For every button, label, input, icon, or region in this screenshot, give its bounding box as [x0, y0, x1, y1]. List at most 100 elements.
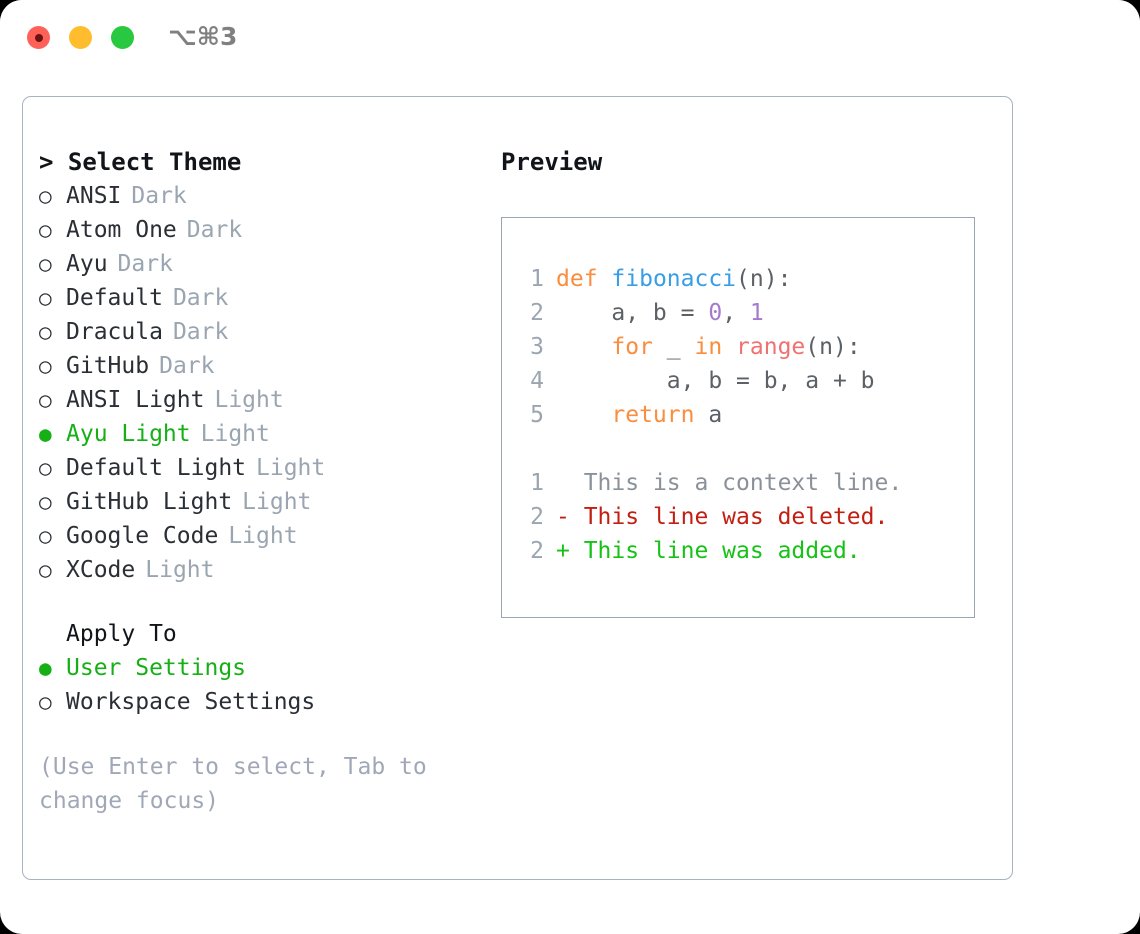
diff-sign: -: [556, 504, 570, 530]
code-token-num: 0: [708, 300, 723, 326]
radio-unselected-icon: ○: [39, 524, 52, 548]
diff-sign: [556, 470, 570, 496]
zoom-button[interactable]: [111, 26, 134, 49]
line-number: 1: [530, 470, 544, 496]
theme-option-variant: Light: [200, 421, 270, 447]
line-number: 1: [530, 266, 544, 292]
minimize-button[interactable]: [69, 26, 92, 49]
theme-option-label: Ayu Light: [66, 421, 191, 447]
theme-option-github-light[interactable]: ○ GitHub Light Light: [39, 485, 479, 519]
theme-option-variant: Dark: [159, 353, 215, 379]
theme-option-ansi-light[interactable]: ○ ANSI Light Light: [39, 383, 479, 417]
theme-option-variant: Dark: [117, 251, 173, 277]
code-token-plain: [556, 334, 611, 360]
radio-unselected-icon: ○: [39, 690, 52, 714]
code-line: 4 a, b = b, a + b: [518, 364, 974, 398]
theme-option-label: Atom One: [66, 217, 177, 243]
theme-option-label: GitHub: [66, 353, 150, 379]
close-button[interactable]: [27, 26, 50, 49]
line-number: 2: [530, 504, 544, 530]
theme-option-label: ANSI Light: [66, 387, 205, 413]
line-number: 2: [530, 300, 544, 326]
section-spacer: [39, 587, 479, 617]
keyboard-shortcut-label: ⌥⌘3: [168, 22, 238, 51]
theme-option-ayu-light[interactable]: ● Ayu Light Light: [39, 417, 479, 451]
diff-line-add: 2+ This line was added.: [518, 534, 974, 568]
diff-sign: +: [556, 538, 570, 564]
page-title: > Select Theme: [39, 148, 242, 176]
apply-to-option-user-settings[interactable]: ●User Settings: [39, 651, 479, 685]
code-token-kw: in: [694, 334, 723, 360]
code-token-kw: def: [556, 266, 598, 292]
diff-line-ctx: 1 This is a context line.: [518, 466, 974, 500]
code-token-kw: return: [611, 402, 695, 428]
theme-option-label: Default: [66, 285, 163, 311]
theme-option-variant: Dark: [172, 319, 229, 345]
theme-option-variant: Dark: [186, 217, 243, 243]
code-token-kw: for: [611, 334, 653, 360]
radio-unselected-icon: ○: [39, 354, 52, 378]
theme-option-label: GitHub Light: [66, 489, 233, 515]
radio-unselected-icon: ○: [39, 388, 52, 412]
theme-option-atom-one[interactable]: ○ Atom One Dark: [39, 213, 479, 247]
radio-unselected-icon: ○: [39, 490, 52, 514]
preview-title: Preview: [501, 148, 603, 176]
theme-option-github[interactable]: ○ GitHub Dark: [39, 349, 479, 383]
radio-unselected-icon: ○: [39, 320, 52, 344]
traffic-light-buttons: [27, 26, 134, 49]
theme-option-label: Default Light: [66, 455, 247, 481]
code-diff-separator: [518, 432, 974, 466]
theme-option-ayu[interactable]: ○ Ayu Dark: [39, 247, 479, 281]
line-number: 3: [530, 334, 544, 360]
theme-option-variant: Light: [228, 523, 298, 549]
theme-option-label: Dracula: [66, 319, 163, 345]
radio-unselected-icon: ○: [39, 286, 52, 310]
diff-text: This is a context line.: [569, 470, 903, 496]
keyboard-hint-text: (Use Enter to select, Tab to change focu…: [39, 754, 427, 814]
code-line: 1 def fibonacci(n):: [518, 262, 974, 296]
line-number: 5: [530, 402, 544, 428]
theme-option-label: ANSI: [66, 183, 122, 209]
code-token-punct: a: [694, 402, 723, 428]
radio-selected-icon: ●: [39, 656, 52, 680]
theme-option-variant: Light: [145, 557, 215, 583]
title-bar: ⌥⌘3: [0, 0, 1140, 78]
theme-option-label: Ayu: [66, 251, 108, 277]
code-token-fn: fibonacci: [611, 266, 737, 292]
apply-to-option-workspace-settings[interactable]: ○Workspace Settings: [39, 685, 479, 719]
code-token-num: 1: [749, 300, 764, 326]
radio-unselected-icon: ○: [39, 218, 52, 242]
radio-selected-icon: ●: [39, 422, 52, 446]
diff-sample: 1 This is a context line.2- This line wa…: [518, 466, 974, 568]
code-line: 2 a, b = 0, 1: [518, 296, 974, 330]
code-token-punct: (n):: [805, 334, 861, 360]
code-token-punct: (n):: [736, 266, 792, 292]
theme-option-variant: Light: [214, 387, 284, 413]
line-number: 4: [530, 368, 544, 394]
code-token-punct: _: [652, 334, 695, 360]
code-token-plain: [556, 402, 611, 428]
theme-option-dracula[interactable]: ○ Dracula Dark: [39, 315, 479, 349]
apply-to-list: ●User Settings○Workspace Settings: [39, 651, 479, 719]
radio-unselected-icon: ○: [39, 252, 52, 276]
code-token-punct: ,: [722, 300, 750, 326]
apply-to-heading: Apply To: [66, 621, 177, 647]
code-line: 3 for _ in range(n):: [518, 330, 974, 364]
diff-line-del: 2- This line was deleted.: [518, 500, 974, 534]
theme-option-label: XCode: [66, 557, 136, 583]
code-token-punct: a, b =: [556, 300, 709, 326]
code-line: 5 return a: [518, 398, 974, 432]
theme-option-variant: Light: [242, 489, 312, 515]
